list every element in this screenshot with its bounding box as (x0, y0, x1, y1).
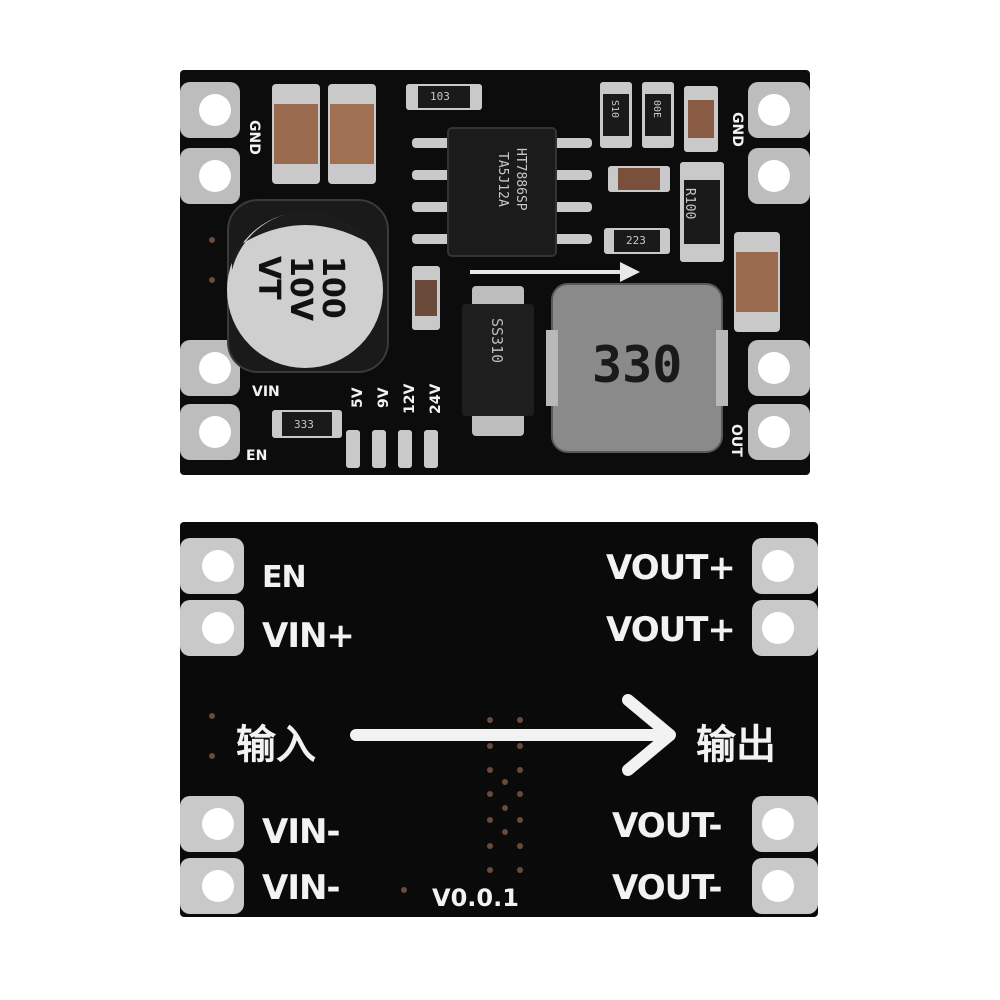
silk-5v: 5V (350, 387, 366, 408)
silk-out: OUT (728, 424, 744, 457)
silk-en: EN (246, 448, 268, 464)
silk-vin: VIN (252, 384, 280, 400)
silk-24v: 24V (428, 383, 444, 414)
electrolytic-capacitor (227, 199, 389, 373)
small-part-s10: S10 (609, 100, 620, 119)
pad-label-vin-plus: VIN+ (262, 616, 355, 656)
ic-lot-code: TA5J12A (495, 152, 510, 207)
top-left-pads (180, 82, 240, 460)
diode-label: SS310 (488, 318, 506, 364)
small-part-00e: 00E (651, 100, 662, 119)
silk-gnd-right: GND (729, 112, 745, 147)
capacitor-voltage: 10V (283, 256, 318, 321)
resistor-223: 223 (626, 234, 646, 247)
pad-label-vout-minus-1: VOUT- (612, 806, 723, 846)
capacitor-series: VT (251, 256, 286, 300)
pad-label-en: EN (262, 560, 307, 595)
voltage-select-pads (346, 430, 438, 468)
ic-part-number: HT7886SP (513, 148, 528, 211)
board-version: V0.0.1 (432, 884, 519, 912)
top-flow-arrow-head (620, 262, 640, 282)
pad-label-vin-minus-1: VIN- (262, 812, 341, 852)
pad-label-vout-plus-1: VOUT+ (606, 548, 736, 588)
input-label: 输入 (236, 722, 316, 768)
resistor-r100: R100 (682, 188, 697, 220)
pad-label-vout-plus-2: VOUT+ (606, 610, 736, 650)
inductor-label: 330 (592, 336, 683, 394)
resistor-103: 103 (430, 90, 450, 103)
bottom-left-pads (180, 538, 244, 914)
bottom-flow-arrow-head (622, 694, 676, 776)
silk-gnd-left: GND (246, 120, 262, 155)
silk-9v: 9V (376, 387, 392, 408)
schottky-diode (462, 286, 534, 436)
ceramic-capacitors-top (272, 84, 780, 332)
power-inductor (546, 283, 728, 453)
via-holes (209, 237, 523, 893)
capacitor-value: 100 (315, 256, 350, 319)
pad-label-vin-minus-2: VIN- (262, 868, 341, 908)
output-label: 输出 (696, 722, 776, 768)
ic-chip (412, 127, 592, 257)
pad-label-vout-minus-2: VOUT- (612, 868, 723, 908)
resistor-333: 333 (294, 418, 314, 431)
smd-resistors (272, 82, 724, 438)
silk-12v: 12V (402, 383, 418, 414)
top-right-pads (748, 82, 810, 460)
bottom-right-pads (752, 538, 818, 914)
